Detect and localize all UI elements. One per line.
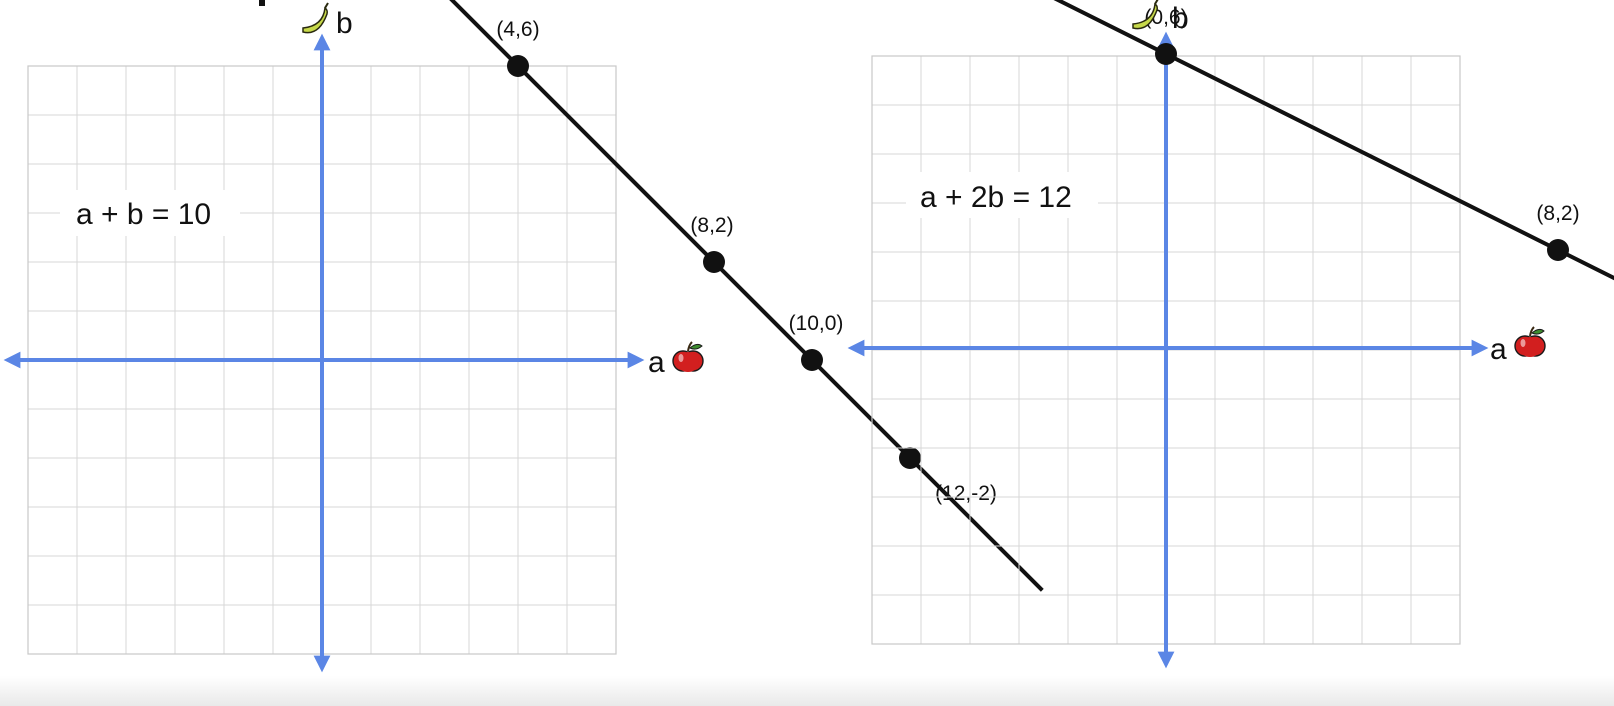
chart-left: (0,10)(4,6)(8,2)(10,0)(12,-2) a + b = 10…	[3, 0, 1044, 673]
series-line	[449, 0, 1044, 592]
point-label: (4,6)	[496, 18, 539, 41]
equation-text: a + 2b = 12	[920, 181, 1072, 214]
point-label: (12,-2)	[935, 482, 997, 505]
point-label: (8,2)	[1536, 202, 1579, 225]
axes	[847, 31, 1489, 669]
data-point	[899, 447, 921, 469]
cropped-title-fragment	[259, 0, 265, 6]
point-label: (10,0)	[789, 312, 844, 335]
data-point	[1155, 43, 1177, 65]
equation-label: a + 2b = 12	[906, 172, 1098, 218]
x-axis-label: a	[1490, 333, 1507, 366]
points: (-4,8)(0,6)(8,2)(12,0)	[1144, 6, 1580, 261]
y-axis-label: b	[1172, 2, 1189, 35]
x-axis-label: a	[648, 346, 665, 379]
data-point	[703, 251, 725, 273]
chart-right: (-4,8)(0,6)(8,2)(12,0) a + 2b = 12 a b	[847, 0, 1614, 669]
series-line	[1053, 0, 1614, 281]
banana-icon	[302, 2, 329, 34]
apple-icon	[1514, 326, 1546, 357]
bottom-shade	[0, 676, 1614, 706]
apple-icon	[672, 341, 704, 372]
axes	[3, 33, 645, 673]
banana-icon	[1132, 0, 1159, 30]
points: (0,10)(4,6)(8,2)(10,0)(12,-2)	[496, 18, 997, 505]
data-point	[1547, 239, 1569, 261]
data-point	[507, 55, 529, 77]
equation-text: a + b = 10	[76, 198, 211, 231]
y-axis-label: b	[336, 7, 353, 40]
data-point	[801, 349, 823, 371]
equation-label: a + b = 10	[60, 190, 240, 236]
point-label: (8,2)	[690, 214, 733, 237]
